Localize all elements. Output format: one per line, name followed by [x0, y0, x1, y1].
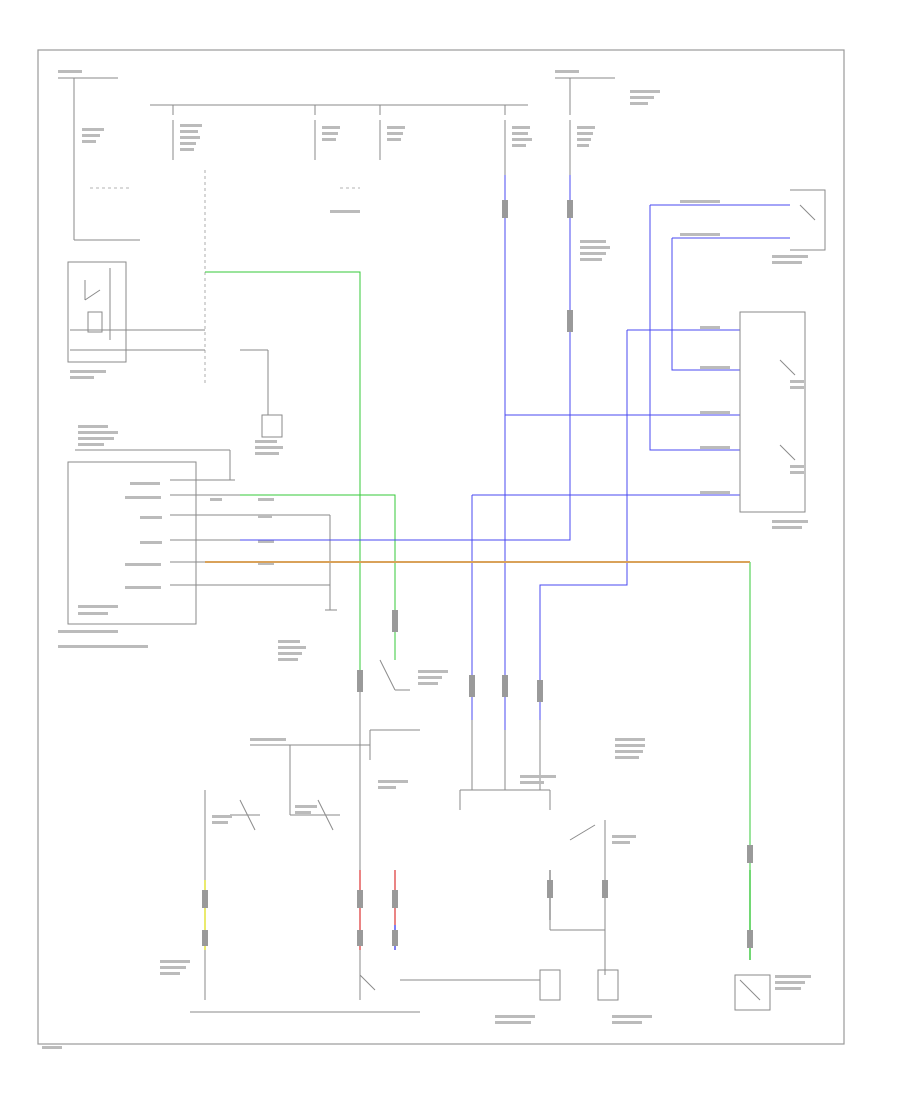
control-unit [67, 449, 330, 625]
component-labels [58, 70, 660, 213]
control-unit-labels [58, 425, 274, 648]
ground-symbol-1 [240, 349, 283, 438]
right-switch-box [739, 189, 826, 513]
relay-box [67, 261, 205, 363]
wire-green [205, 271, 751, 960]
wire-label-stubs [202, 200, 753, 948]
fuse-box-main [90, 170, 360, 385]
wire-blue [240, 175, 790, 730]
fuse-set [73, 120, 571, 175]
bottom-labels [42, 370, 811, 1049]
diagram-frame [37, 49, 845, 1045]
bottom-circuit [190, 659, 771, 1013]
bottom-colored-segments [204, 870, 751, 960]
right-switch-labels [580, 200, 808, 529]
top-power-bus [58, 77, 615, 241]
